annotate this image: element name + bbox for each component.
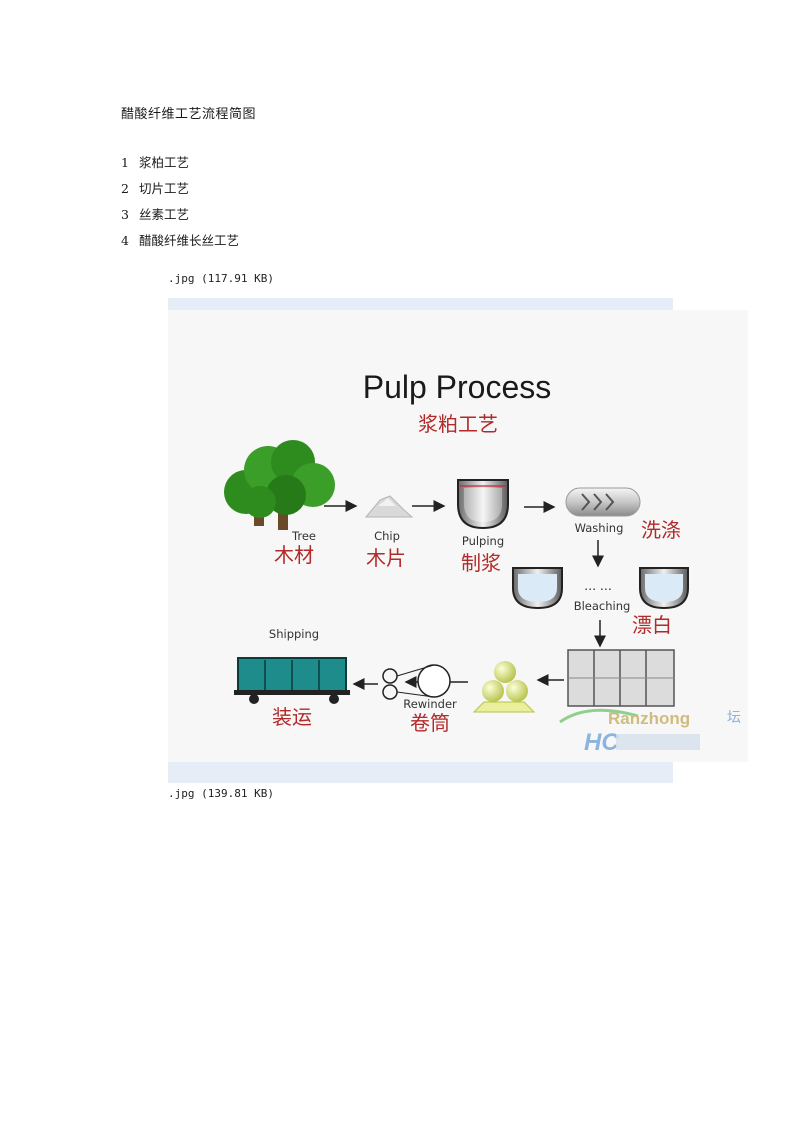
pulp-bales-icon — [472, 661, 536, 713]
freight-car-icon — [234, 657, 350, 704]
step-label-cn: 制浆 — [461, 551, 501, 575]
list-item-number: 4 — [121, 233, 129, 248]
step-label-en: Pulping — [462, 534, 504, 548]
press-machine-icon — [567, 649, 675, 707]
list-item-label: 醋酸纤维长丝工艺 — [138, 233, 239, 248]
watermark-text: HC — [584, 729, 619, 756]
list-item: 2 切片工艺 — [121, 180, 239, 206]
list-item-label: 丝素工艺 — [138, 207, 189, 222]
washing-drum-icon — [565, 487, 641, 517]
step-label-en: Washing — [575, 521, 624, 535]
step-label-en: Shipping — [269, 627, 319, 641]
pulp-process-diagram: Pulp Process 浆粕工艺 Tree 木材 Chip 木片 — [168, 310, 748, 762]
tree-icon — [224, 440, 335, 530]
bleaching-tank-icon — [512, 567, 563, 610]
step-label-cn: 漂白 — [632, 613, 672, 637]
image-bottom-band — [168, 762, 673, 783]
list-item-number: 3 — [121, 207, 129, 222]
list-item: 3 丝素工艺 — [121, 206, 239, 232]
step-label-cn: 木片 — [366, 546, 406, 570]
attachment-caption-1[interactable]: .jpg (117.91 KB) — [168, 272, 274, 285]
step-label-en: Chip — [374, 529, 400, 543]
step-label-cn: 卷筒 — [410, 711, 450, 735]
pulp-process-figure: Pulp Process 浆粕工艺 Tree 木材 Chip 木片 — [168, 310, 748, 762]
process-list: 1 浆柏工艺 2 切片工艺 3 丝素工艺 4 醋酸纤维长丝工艺 — [121, 154, 239, 258]
pulping-tank-icon — [457, 479, 509, 530]
figure-subtitle: 浆粕工艺 — [418, 412, 498, 436]
step-label-en: Rewinder — [403, 697, 457, 711]
list-item: 4 醋酸纤维长丝工艺 — [121, 232, 239, 258]
attachment-caption-2[interactable]: .jpg (139.81 KB) — [168, 787, 274, 800]
list-item-label: 切片工艺 — [138, 181, 189, 196]
step-label-en: Tree — [291, 529, 316, 543]
rewinder-icon — [382, 664, 451, 700]
image-top-band — [168, 298, 673, 310]
list-item-number: 1 — [121, 155, 129, 170]
document-title: 醋酸纤维工艺流程简图 — [121, 107, 257, 122]
wood-chip-icon — [364, 495, 414, 518]
list-item-label: 浆柏工艺 — [138, 155, 189, 170]
bleaching-tank-icon — [639, 567, 689, 610]
figure-title: Pulp Process — [363, 369, 552, 405]
step-label-en: Bleaching — [574, 599, 631, 613]
step-label-cn: 木材 — [274, 543, 314, 567]
list-item: 1 浆柏工艺 — [121, 154, 239, 180]
list-item-number: 2 — [121, 181, 129, 196]
step-label-cn: 装运 — [272, 705, 312, 729]
continuation-dots: … … — [584, 579, 612, 593]
watermark-logo: Ranzhong HC 坛 — [559, 708, 741, 756]
watermark-text: 坛 — [727, 710, 741, 726]
step-label-cn: 洗涤 — [641, 518, 681, 542]
watermark-text: Ranzhong — [608, 709, 690, 728]
